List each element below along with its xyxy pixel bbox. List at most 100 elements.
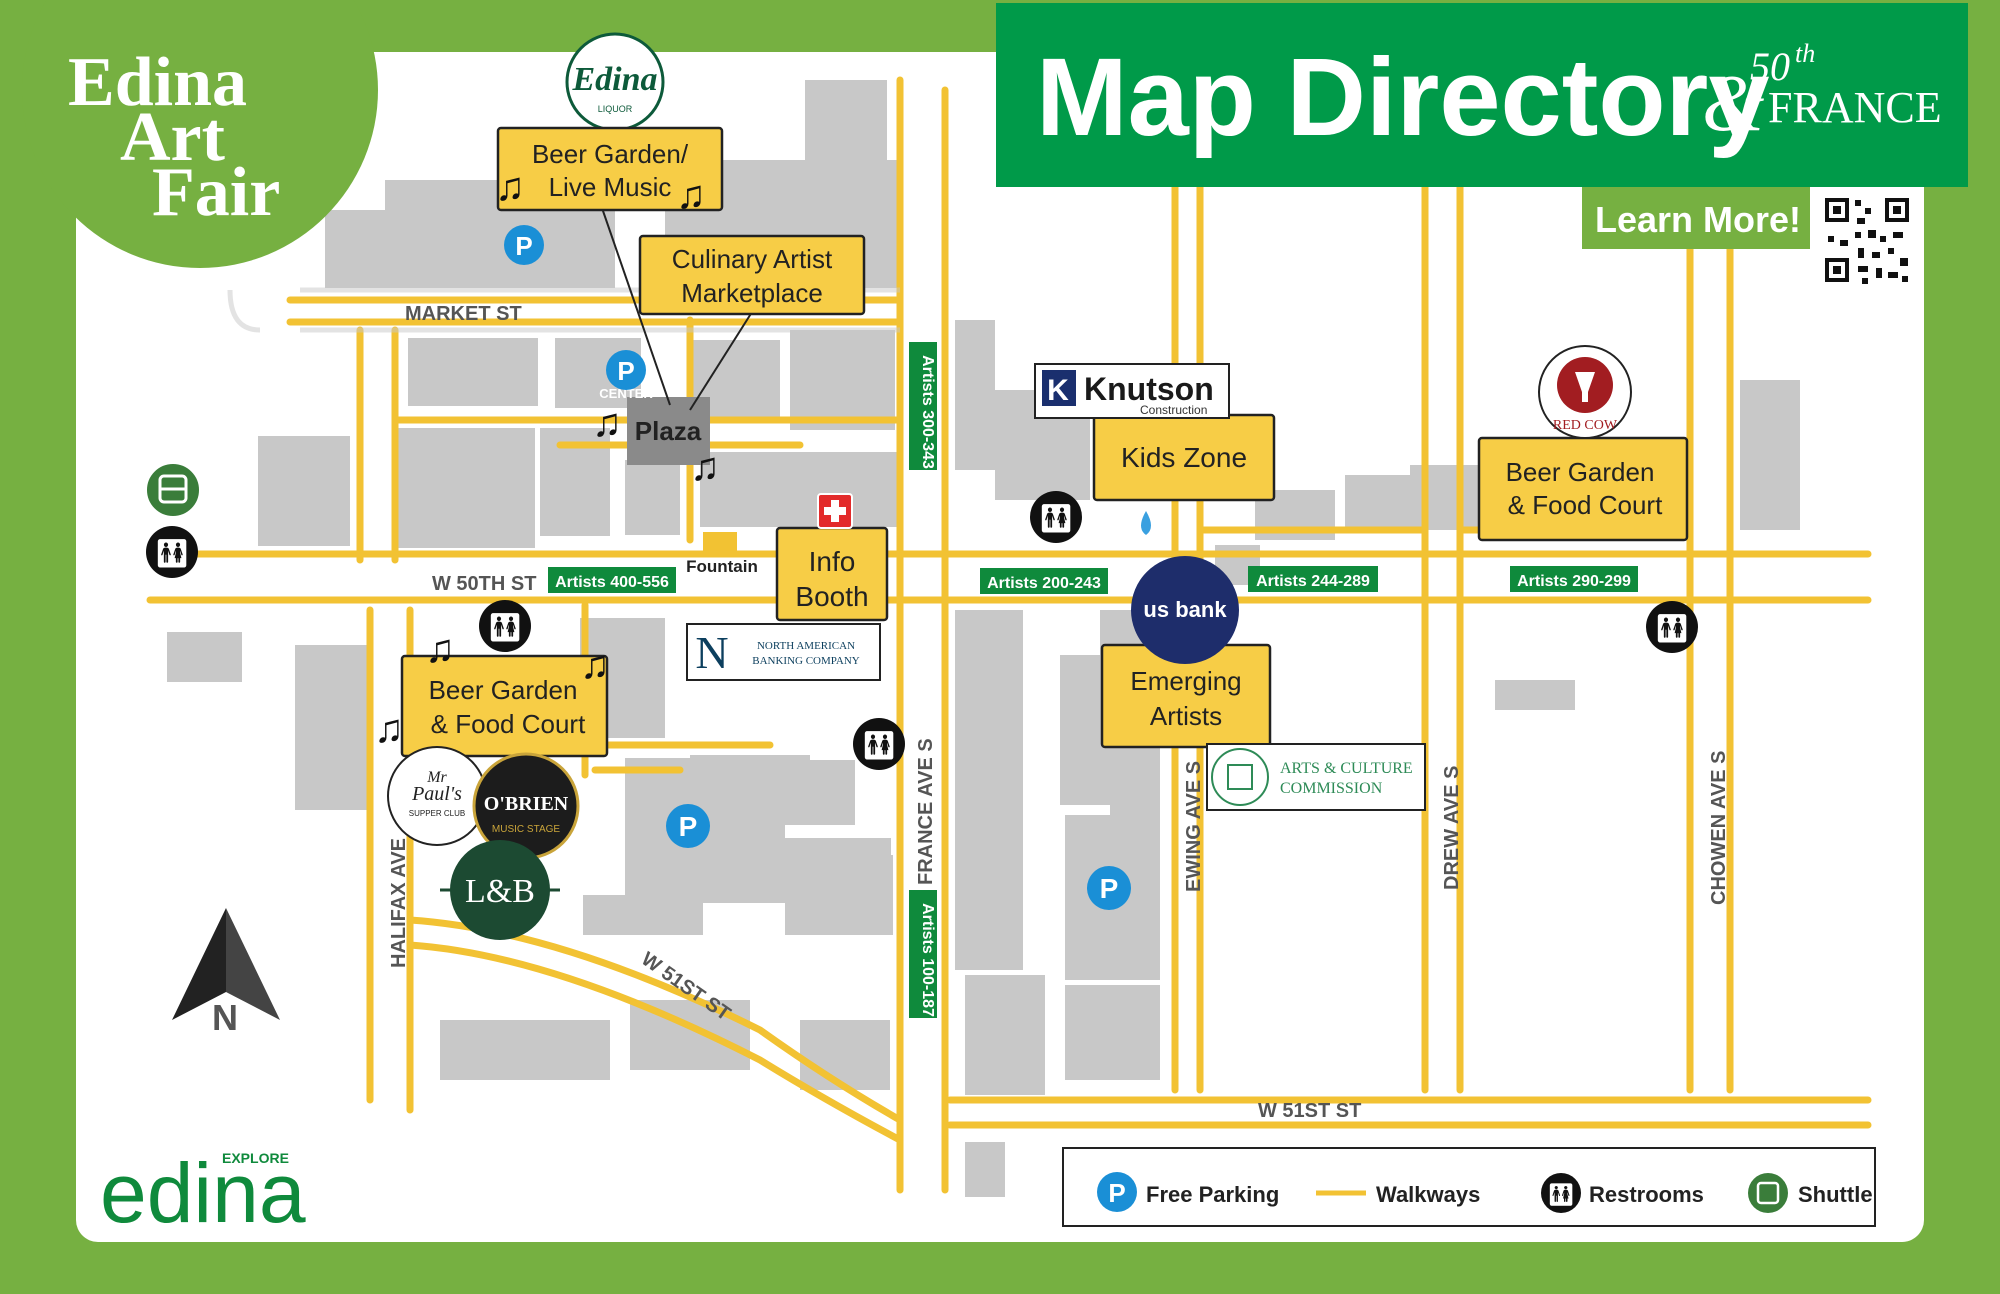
restroom-icon: 🚻︎ — [479, 600, 531, 652]
artist-zone-290: Artists 290-299 — [1517, 573, 1631, 590]
parking-icons: P P P P — [504, 225, 1131, 910]
pointer-lines — [601, 207, 753, 411]
svg-text:♫: ♫ — [676, 172, 706, 217]
first-aid-icon — [817, 493, 853, 529]
usbank-name: us bank — [1143, 597, 1227, 622]
emerging-line-2: Artists — [1150, 701, 1222, 731]
brand-name: FRANCE — [1768, 83, 1942, 132]
learn-more-button[interactable] — [1582, 187, 1810, 249]
fountain-label: Fountain — [686, 557, 758, 576]
beer-food-west-line-2: & Food Court — [431, 709, 586, 739]
svg-text:N: N — [695, 627, 728, 678]
fountain-marker — [703, 532, 737, 554]
restroom-icon — [1541, 1173, 1581, 1213]
learn-more-label[interactable]: Learn More! — [1595, 199, 1801, 240]
nabc-line-2: BANKING COMPANY — [752, 655, 860, 667]
parking-icon: P — [606, 350, 646, 390]
festival-badge — [22, 0, 378, 268]
beer-food-west-box — [400, 654, 609, 758]
legend-walkways: Walkways — [1376, 1182, 1480, 1207]
edina-liquor-logo: Edina LIQUOR — [565, 32, 665, 132]
mr-pauls-line-1: Mr — [426, 769, 447, 786]
fifty-france-logo: 50 th & FRANCE — [1702, 39, 1942, 148]
arts-culture-line-1: ARTS & CULTURE — [1280, 760, 1413, 777]
north-arrow-icon: N — [172, 908, 280, 1038]
beer-garden-live-music-box — [496, 126, 724, 212]
svg-text:P: P — [515, 231, 532, 261]
red-cow-name: RED COW — [1553, 418, 1618, 433]
plaza-block — [627, 397, 710, 465]
festival-line-1: Edina — [68, 44, 247, 121]
usbank-logo: us bank — [1131, 556, 1239, 664]
svg-text:🚻︎: 🚻︎ — [861, 730, 897, 761]
page-title: Map Directory — [1036, 36, 1770, 159]
parking-icon — [1097, 1172, 1137, 1212]
street-market: MARKET ST — [405, 303, 522, 325]
svg-text:🚻︎: 🚻︎ — [1547, 1182, 1575, 1207]
festival-line-3: Fair — [152, 154, 280, 231]
brand-suffix: th — [1795, 39, 1815, 68]
street-chowen: CHOWEN AVE S — [1708, 751, 1730, 905]
center-label: CENTER — [599, 386, 653, 401]
svg-text:P: P — [679, 811, 698, 842]
kids-zone-label: Kids Zone — [1121, 442, 1247, 473]
brand-amp: & — [1702, 60, 1764, 148]
svg-text:♫: ♫ — [425, 626, 455, 671]
edina-liquor-name: Edina — [571, 61, 657, 98]
red-cow-logo: RED COW — [1538, 345, 1632, 439]
restroom-icon: 🚻︎ — [1646, 601, 1698, 653]
nabc-line-1: NORTH AMERICAN — [757, 640, 855, 652]
svg-text:P: P — [617, 356, 634, 386]
lb-logo: L&B — [440, 840, 560, 940]
header-bar — [996, 3, 1968, 187]
street-w51st: W 51ST ST — [1258, 1100, 1361, 1122]
beer-food-east-line-1: Beer Garden — [1506, 457, 1655, 487]
beer-food-east-line-2: & Food Court — [1508, 490, 1663, 520]
explore-small: EXPLORE — [222, 1150, 289, 1166]
knutson-sub: Construction — [1140, 403, 1207, 417]
svg-text:🚻︎: 🚻︎ — [154, 538, 190, 569]
parking-icon: P — [504, 225, 544, 265]
street-france: FRANCE AVE S — [915, 738, 937, 885]
svg-text:🚻︎: 🚻︎ — [1038, 503, 1074, 534]
festival-line-2: Art — [120, 99, 225, 176]
artist-zone-200: Artists 200-243 — [987, 575, 1101, 592]
brand-number: 50 — [1750, 44, 1790, 89]
qr-code-icon[interactable] — [1810, 187, 1924, 291]
obrien-line-1: O'BRIEN — [484, 793, 569, 815]
mr-pauls-logo: Mr Paul's SUPPER CLUB — [387, 746, 487, 846]
beer-food-west-line-1: Beer Garden — [429, 675, 578, 705]
svg-text:♫: ♫ — [374, 706, 404, 751]
svg-text:♫: ♫ — [690, 444, 720, 489]
water-drop-icon — [1141, 511, 1151, 535]
legend: P Free Parking Walkways 🚻︎ Restrooms Shu… — [1062, 1147, 1876, 1227]
restroom-icon: 🚻︎ — [1030, 491, 1082, 543]
street-drew: DREW AVE S — [1441, 766, 1463, 890]
svg-text:P: P — [1108, 1178, 1125, 1208]
svg-text:🚻︎: 🚻︎ — [1654, 613, 1690, 644]
festival-title: Edina Art Fair — [68, 44, 280, 231]
parking-icon: P — [1087, 866, 1131, 910]
obrien-line-2: MUSIC STAGE — [492, 824, 560, 835]
info-line-2: Booth — [795, 581, 868, 612]
emerging-line-1: Emerging — [1130, 666, 1241, 696]
explore-big: edina — [100, 1146, 306, 1240]
edina-liquor-sub: LIQUOR — [598, 104, 633, 114]
knutson-name: Knutson — [1084, 371, 1214, 407]
svg-text:🚻︎: 🚻︎ — [487, 612, 523, 643]
mr-pauls-line-3: SUPPER CLUB — [409, 809, 465, 818]
parking-icon: P — [666, 804, 710, 848]
street-ewing: EWING AVE S — [1183, 761, 1205, 892]
shuttle-icon — [145, 462, 201, 518]
legend-parking: Free Parking — [1146, 1182, 1279, 1207]
beer-garden-music-line-1: Beer Garden/ — [532, 139, 689, 169]
artist-zone-244: Artists 244-289 — [1256, 573, 1370, 590]
beer-food-east-box — [1477, 436, 1689, 542]
culinary-marketplace-box — [638, 234, 866, 316]
artist-zone-tags: Artists 400-556 Artists 200-243 Artists … — [548, 342, 1638, 1018]
street-halifax: HALIFAX AVE — [388, 838, 410, 968]
artist-zone-100: Artists 100-187 — [919, 903, 936, 1017]
beer-garden-music-line-2: Live Music — [549, 172, 672, 202]
